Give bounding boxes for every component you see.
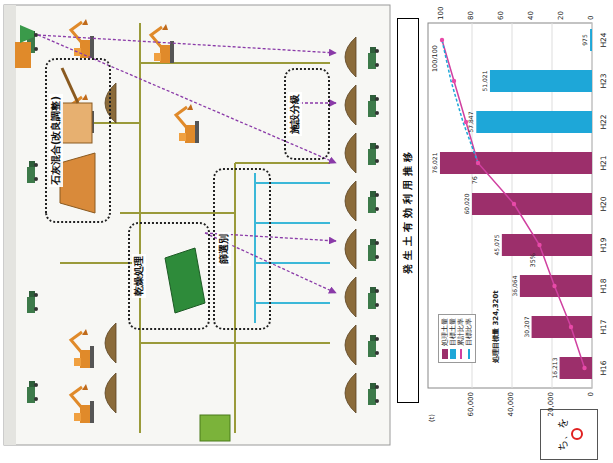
target-line <box>442 40 478 163</box>
axis-tick: 20,000 <box>548 392 556 417</box>
annotation: 処理目標量 324,320t <box>493 290 501 363</box>
bar <box>590 29 592 51</box>
legend-text: 累計比率 <box>457 318 465 346</box>
year-label: H22 <box>600 114 608 129</box>
value-label: 57,847 <box>468 112 475 133</box>
line-dot <box>476 161 480 165</box>
line-dot <box>452 79 456 83</box>
bar <box>520 275 592 297</box>
bar <box>472 193 592 215</box>
axis-tick: 40 <box>528 11 536 20</box>
group-label: 乾燥処理 <box>132 254 146 298</box>
year-label: H19 <box>600 237 608 252</box>
bar <box>440 152 592 174</box>
axis-tick: 60 <box>498 11 506 20</box>
line-dot <box>569 325 573 329</box>
legend-row: 累計比率 <box>457 318 465 359</box>
product-piles <box>345 37 356 413</box>
trucks-bottom <box>368 47 379 405</box>
bar-chart <box>428 23 592 388</box>
value-label: 16,213 <box>551 358 558 379</box>
line-dot <box>537 243 541 247</box>
process-group: 石灰混合(改良調整) <box>45 58 111 223</box>
axis-tick: (t) <box>429 414 437 422</box>
year-label: H23 <box>600 73 608 88</box>
legend-swatch <box>442 349 448 359</box>
axis-tick: 80 <box>468 11 476 20</box>
axis-tick: 40,000 <box>508 392 516 417</box>
flow-arrows <box>38 35 336 293</box>
legend-line <box>460 349 462 359</box>
year-label: H17 <box>600 319 608 334</box>
green-hopper <box>20 25 34 43</box>
value-label: 51,021 <box>482 71 489 92</box>
orange-unit <box>15 42 31 68</box>
process-group: 施設分級 <box>284 68 330 160</box>
line-dot <box>552 284 556 288</box>
cumulative-line <box>442 40 585 368</box>
axis-tick: 60,000 <box>468 392 476 417</box>
line-dot <box>440 38 444 42</box>
cyan-pipes <box>255 173 330 323</box>
trucks-top <box>27 31 38 403</box>
legend-text: 目標土量 <box>449 318 457 346</box>
process-group: 乾燥処理 <box>128 222 210 330</box>
year-label: H24 <box>600 32 608 47</box>
chart-title: 発生土有効利用推移 <box>401 146 415 276</box>
value-label: 45,075 <box>494 235 501 256</box>
year-label: H20 <box>600 196 608 211</box>
process-group: 篩選別 <box>213 168 271 330</box>
value-label: 60,020 <box>464 194 471 215</box>
legend-text: 目標比率 <box>465 318 473 346</box>
legend-row: 目標比率 <box>465 318 473 359</box>
green-tank <box>200 415 230 441</box>
line-dot <box>582 366 586 370</box>
axis-tick: 100 <box>438 7 446 20</box>
value-label: 975 <box>582 34 589 45</box>
legend-row: 処理土量 <box>441 318 449 359</box>
red-mark <box>570 428 584 442</box>
legend-text: 処理土量 <box>441 318 449 346</box>
note-box: ち、を <box>540 409 598 460</box>
group-label: 施設分級 <box>288 92 302 136</box>
bar <box>560 357 592 379</box>
group-label: 篩選別 <box>217 232 231 266</box>
value-label: 36,064 <box>512 276 519 297</box>
bar <box>476 111 592 133</box>
olive-pipes <box>60 23 330 433</box>
excavators <box>71 19 199 423</box>
year-label: H21 <box>600 155 608 170</box>
axis-tick: 20 <box>558 11 566 20</box>
legend: 処理土量目標土量累計比率目標比率 <box>438 314 476 363</box>
legend-line <box>468 349 470 359</box>
value-label: 76,021 <box>432 153 439 174</box>
group-label: 石灰混合(改良調整) <box>49 94 63 187</box>
value-label: 100/100 <box>432 45 439 72</box>
bar <box>490 70 592 92</box>
year-label: H18 <box>600 278 608 293</box>
mixing-plant <box>60 68 95 213</box>
axis-tick: 0 <box>588 392 596 396</box>
plot-frame <box>428 23 592 388</box>
axis-tick: 0 <box>588 16 596 20</box>
legend-swatch <box>450 349 456 359</box>
group-label: ち、を <box>555 416 570 453</box>
bar <box>532 316 592 338</box>
green-machine <box>165 248 205 313</box>
year-label: H16 <box>600 360 608 375</box>
chart-title-bar: 発生土有効利用推移 <box>397 18 419 403</box>
value-label: 30,207 <box>523 317 530 338</box>
value-label: 76 <box>472 176 479 184</box>
legend-row: 目標土量 <box>449 318 457 359</box>
bar <box>502 234 592 256</box>
line-dot <box>512 202 516 206</box>
value-label: 35% <box>530 253 537 267</box>
